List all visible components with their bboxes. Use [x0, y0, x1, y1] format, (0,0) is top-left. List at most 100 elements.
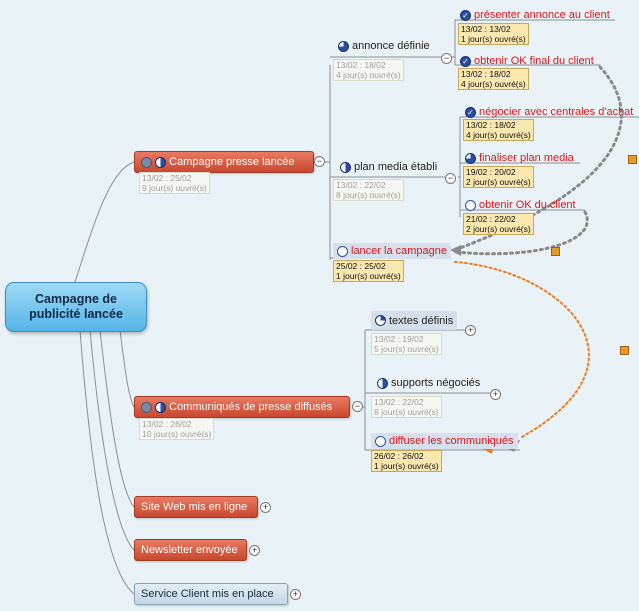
half-progress-icon	[155, 156, 167, 168]
task-negocier-centrales[interactable]: ✓ négocier avec centrales d'achat	[465, 104, 633, 120]
task-dates: 13/02 : 25/02 9 jour(s) ouvré(s)	[139, 172, 210, 194]
branch-campagne-presse-label: Campagne presse lancée	[169, 156, 295, 168]
date-range: 26/02 : 26/02	[374, 451, 424, 461]
task-dates: 13/02 : 26/02 10 jour(s) ouvré(s)	[139, 418, 215, 440]
branch-site-web-label: Site Web mis en ligne	[141, 501, 248, 513]
check-circle-icon: ✓	[460, 9, 471, 21]
relationship-chip-icon[interactable]	[628, 155, 637, 164]
duration: 2 jour(s) ouvré(s)	[466, 177, 531, 187]
resource-icon	[141, 401, 152, 413]
topic-annonce[interactable]: annonce définie	[338, 38, 430, 54]
task-label: présenter annonce au client	[474, 9, 610, 21]
task-dates: 21/02 : 22/02 2 jour(s) ouvré(s)	[463, 213, 534, 235]
topic-textes-label: textes définis	[389, 314, 454, 327]
quarter-progress-icon	[375, 315, 386, 326]
not-started-icon	[375, 435, 386, 447]
central-topic-line1: Campagne de	[35, 292, 117, 306]
task-finaliser-plan[interactable]: finaliser plan media	[465, 150, 574, 166]
task-label: lancer la campagne	[351, 245, 448, 257]
duration: 10 jour(s) ouvré(s)	[142, 429, 212, 439]
branch-newsletter-label: Newsletter envoyée	[141, 544, 238, 556]
task-dates: 13/02 : 18/02 4 jour(s) ouvré(s)	[333, 59, 404, 81]
branch-communiques[interactable]: Communiqués de presse diffusés	[134, 396, 350, 418]
duration: 9 jour(s) ouvré(s)	[142, 183, 207, 193]
duration: 1 jour(s) ouvré(s)	[461, 34, 526, 44]
task-obtenir-ok-final[interactable]: ✓ obtenir OK final du client	[460, 53, 594, 69]
date-range: 25/02 : 25/02	[336, 261, 386, 271]
task-label: obtenir OK final du client	[474, 55, 594, 67]
task-dates: 13/02 : 22/02 8 jour(s) ouvré(s)	[333, 179, 404, 201]
task-dates: 13/02 : 19/02 5 jour(s) ouvré(s)	[371, 333, 442, 355]
date-range: 13/02 : 26/02	[142, 419, 192, 429]
branch-newsletter[interactable]: Newsletter envoyée	[134, 539, 247, 561]
duration: 4 jour(s) ouvré(s)	[466, 130, 531, 140]
check-circle-icon: ✓	[465, 106, 476, 118]
branch-service-client[interactable]: Service Client mis en place	[134, 583, 288, 605]
task-lancer-campagne[interactable]: lancer la campagne	[333, 243, 452, 259]
central-topic[interactable]: Campagne de publicité lancée	[5, 282, 147, 332]
topic-supports[interactable]: supports négociés	[377, 375, 480, 391]
task-presenter-annonce[interactable]: ✓ présenter annonce au client	[460, 7, 610, 23]
task-diffuser-communiques[interactable]: diffuser les communiqués	[371, 433, 518, 449]
duration: 5 jour(s) ouvré(s)	[374, 344, 439, 354]
task-dates: 13/02 : 13/02 1 jour(s) ouvré(s)	[458, 23, 529, 45]
collapse-toggle[interactable]: −	[441, 53, 452, 64]
date-range: 19/02 : 20/02	[466, 167, 516, 177]
check-circle-icon: ✓	[460, 55, 471, 67]
duration: 1 jour(s) ouvré(s)	[336, 271, 401, 281]
date-range: 13/02 : 18/02	[461, 69, 511, 79]
date-range: 13/02 : 18/02	[466, 120, 516, 130]
task-obtenir-ok-client[interactable]: obtenir OK du client	[465, 197, 576, 213]
topic-plan-media[interactable]: plan media établi	[340, 159, 437, 175]
expand-toggle[interactable]: +	[260, 502, 271, 513]
topic-annonce-label: annonce définie	[352, 40, 430, 52]
branch-service-client-label: Service Client mis en place	[141, 588, 274, 600]
task-dates: 13/02 : 22/02 8 jour(s) ouvré(s)	[371, 396, 442, 418]
duration: 4 jour(s) ouvré(s)	[336, 70, 401, 80]
task-dates: 13/02 : 18/02 4 jour(s) ouvré(s)	[458, 68, 529, 90]
topic-supports-label: supports négociés	[391, 377, 481, 389]
central-topic-line2: publicité lancée	[29, 307, 123, 321]
expand-toggle[interactable]: +	[490, 389, 501, 400]
topic-textes[interactable]: textes définis	[371, 311, 458, 330]
three-quarter-progress-icon	[465, 152, 476, 164]
collapse-toggle[interactable]: −	[445, 173, 456, 184]
task-dates: 26/02 : 26/02 1 jour(s) ouvré(s)	[371, 450, 442, 472]
duration: 1 jour(s) ouvré(s)	[374, 461, 439, 471]
half-progress-icon	[340, 161, 351, 173]
task-label: obtenir OK du client	[479, 199, 576, 211]
task-dates: 13/02 : 18/02 4 jour(s) ouvré(s)	[463, 119, 534, 141]
collapse-toggle[interactable]: −	[352, 401, 363, 412]
expand-toggle[interactable]: +	[249, 545, 260, 556]
date-range: 13/02 : 25/02	[142, 173, 192, 183]
duration: 8 jour(s) ouvré(s)	[336, 190, 401, 200]
not-started-icon	[337, 245, 348, 257]
date-range: 13/02 : 22/02	[336, 180, 386, 190]
half-progress-icon	[377, 377, 388, 389]
collapse-toggle[interactable]: −	[314, 156, 325, 167]
duration: 4 jour(s) ouvré(s)	[461, 79, 526, 89]
half-progress-icon	[155, 401, 167, 413]
branch-communiques-label: Communiqués de presse diffusés	[169, 401, 333, 413]
date-range: 13/02 : 13/02	[461, 24, 511, 34]
task-label: négocier avec centrales d'achat	[479, 106, 634, 118]
date-range: 13/02 : 18/02	[336, 60, 386, 70]
date-range: 21/02 : 22/02	[466, 214, 516, 224]
date-range: 13/02 : 19/02	[374, 334, 424, 344]
task-label: diffuser les communiqués	[389, 435, 514, 447]
expand-toggle[interactable]: +	[465, 325, 476, 336]
duration: 2 jour(s) ouvré(s)	[466, 224, 531, 234]
branch-site-web[interactable]: Site Web mis en ligne	[134, 496, 258, 518]
not-started-icon	[465, 199, 476, 211]
task-label: finaliser plan media	[479, 152, 574, 164]
branch-campagne-presse[interactable]: Campagne presse lancée	[134, 151, 314, 173]
topic-plan-media-label: plan media établi	[354, 161, 438, 173]
three-quarter-progress-icon	[338, 40, 349, 52]
task-dates: 25/02 : 25/02 1 jour(s) ouvré(s)	[333, 260, 404, 282]
duration: 8 jour(s) ouvré(s)	[374, 407, 439, 417]
expand-toggle[interactable]: +	[290, 589, 301, 600]
relationship-chip-icon[interactable]	[551, 247, 560, 256]
relationship-chip-icon[interactable]	[620, 346, 629, 355]
resource-icon	[141, 156, 152, 168]
task-dates: 19/02 : 20/02 2 jour(s) ouvré(s)	[463, 166, 534, 188]
